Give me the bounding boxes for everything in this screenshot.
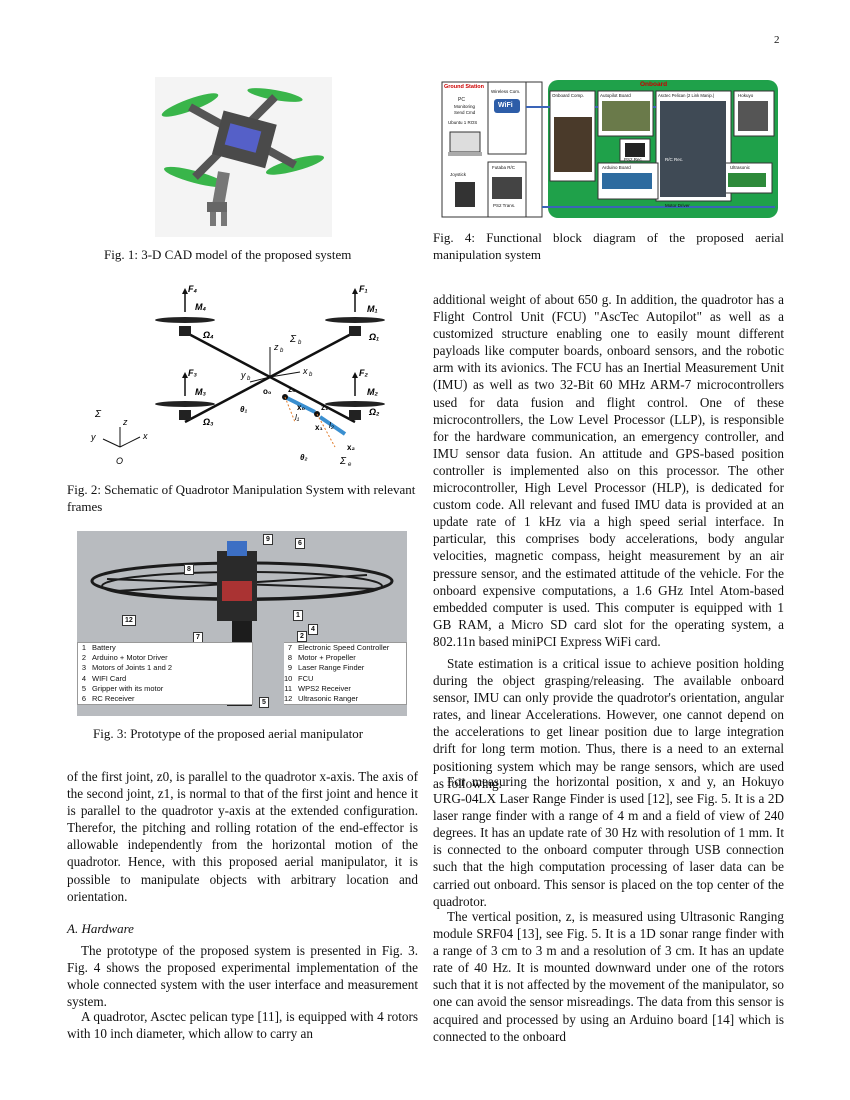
fig3-tag: 4 bbox=[308, 624, 318, 635]
svg-text:z: z bbox=[122, 417, 128, 427]
svg-text:Σ: Σ bbox=[289, 334, 297, 345]
svg-text:x₀: x₀ bbox=[297, 403, 305, 412]
fig4-pc-label: PC bbox=[458, 97, 465, 103]
legend-item: Motor + Propeller bbox=[298, 653, 356, 663]
fig4-arduino-label: Arduino Board bbox=[602, 165, 631, 170]
fig4-onboard-comp-label: Onboard Comp. bbox=[552, 93, 585, 98]
svg-text:z: z bbox=[273, 342, 279, 352]
fig4-rc-rec-label: R/C Rec. bbox=[665, 157, 684, 162]
fig4-futaba-label: Futaba R/C bbox=[492, 165, 516, 170]
legend-item: Battery bbox=[92, 643, 116, 652]
svg-text:M₂: M₂ bbox=[367, 387, 378, 397]
svg-text:b: b bbox=[309, 372, 313, 378]
right-paragraph-2: State estimation is a critical issue to … bbox=[433, 656, 784, 791]
right-paragraph-1: additional weight of about 650 g. In add… bbox=[433, 292, 784, 649]
svg-text:x₂: x₂ bbox=[347, 443, 355, 452]
svg-text:F₂: F₂ bbox=[359, 368, 368, 378]
svg-text:Ω₁: Ω₁ bbox=[368, 332, 379, 342]
legend-item: Gripper with its motor bbox=[92, 683, 164, 693]
svg-text:b: b bbox=[298, 340, 302, 346]
right-paragraph-3: For measuring the horizontal position, x… bbox=[433, 774, 784, 909]
svg-text:l₂: l₂ bbox=[329, 421, 334, 430]
fig4-ps2-rec-label: PS2 Rec. bbox=[624, 157, 644, 162]
fig4-autopilot-label: Autopilot Board bbox=[600, 93, 631, 98]
svg-text:Ω₂: Ω₂ bbox=[368, 407, 380, 417]
svg-text:x₁: x₁ bbox=[315, 423, 323, 432]
fig4-ps2-trans-label: PS2 Trans. bbox=[493, 203, 516, 208]
legend-item: Arduino + Motor Driver bbox=[92, 653, 168, 663]
fig3-tag: 5 bbox=[259, 697, 269, 708]
fig4-pc-item: Monitoring bbox=[454, 104, 476, 109]
fig4-ultrasonic-label: Ultrasonic bbox=[730, 165, 751, 170]
svg-text:x: x bbox=[142, 431, 148, 441]
svg-text:M₁: M₁ bbox=[367, 304, 378, 314]
fig1-caption: Fig. 1: 3-D CAD model of the proposed sy… bbox=[104, 247, 352, 262]
svg-text:M₃: M₃ bbox=[195, 387, 206, 397]
fig4-joystick-label: Joystick bbox=[450, 172, 467, 177]
left-paragraph-3: A quadrotor, Asctec pelican type [11], i… bbox=[67, 1009, 418, 1042]
page-number: 2 bbox=[774, 34, 780, 46]
svg-text:y: y bbox=[90, 432, 96, 442]
fig3-tag: 2 bbox=[297, 631, 307, 642]
fig4-asctec-label: Asctec Pelican (2 Link Manip.) bbox=[658, 93, 715, 98]
legend-item: Ultrasonic Ranger bbox=[298, 694, 359, 704]
svg-text:z₁: z₁ bbox=[321, 403, 329, 412]
svg-text:b: b bbox=[247, 376, 251, 382]
right-paragraph-4: The vertical position, z, is measured us… bbox=[433, 909, 784, 1044]
legend-item: WIFI Card bbox=[92, 673, 127, 683]
legend-item: WPS2 Receiver bbox=[298, 683, 351, 693]
svg-text:l₁: l₁ bbox=[295, 413, 300, 422]
svg-text:F₁: F₁ bbox=[359, 284, 368, 294]
svg-text:Ω₄: Ω₄ bbox=[202, 330, 214, 340]
svg-text:F₃: F₃ bbox=[188, 368, 197, 378]
legend-item: FCU bbox=[298, 673, 314, 683]
svg-text:o₀: o₀ bbox=[263, 387, 272, 396]
fig4-wireless-label: Wireless Com. bbox=[491, 89, 521, 94]
legend-item: Laser Range Finder bbox=[298, 663, 365, 673]
fig4-hokuyo-label: Hokuyo bbox=[738, 93, 754, 98]
svg-text:F₄: F₄ bbox=[188, 284, 197, 294]
svg-text:O: O bbox=[116, 456, 123, 466]
fig4-block-diagram: Ground Station Onboard PC Monitoring Sen… bbox=[440, 77, 780, 220]
svg-text:x: x bbox=[302, 366, 308, 376]
svg-text:Σ: Σ bbox=[94, 409, 102, 420]
svg-text:z₀: z₀ bbox=[288, 385, 296, 394]
legend-item: Electronic Speed Controller bbox=[298, 643, 390, 652]
fig4-pc-item: Send Cmd bbox=[454, 110, 476, 115]
left-paragraph-2: The prototype of the proposed system is … bbox=[67, 943, 418, 1010]
fig4-wifi-label: WiFi bbox=[498, 102, 513, 109]
svg-text:e: e bbox=[348, 462, 352, 468]
fig3-tag: 6 bbox=[295, 538, 305, 549]
section-heading-hardware: A. Hardware bbox=[67, 921, 134, 936]
fig4-ground-station-label: Ground Station bbox=[444, 84, 485, 90]
fig4-motor-driver-label: Motor Driver bbox=[665, 203, 690, 208]
fig3-tag: 12 bbox=[122, 615, 136, 626]
fig3-tag: 8 bbox=[184, 564, 194, 575]
fig4-onboard-label: Onboard bbox=[640, 81, 668, 88]
svg-text:M₄: M₄ bbox=[195, 302, 206, 312]
svg-text:θ₂: θ₂ bbox=[300, 453, 308, 462]
fig2-caption: Fig. 2: Schematic of Quadrotor Manipulat… bbox=[67, 482, 416, 514]
fig3-tag: 1 bbox=[293, 610, 303, 621]
left-paragraph-1: of the first joint, z0, is parallel to t… bbox=[67, 769, 418, 904]
legend-item: Motors of Joints 1 and 2 bbox=[92, 663, 173, 673]
fig3-tag: 9 bbox=[263, 534, 273, 545]
svg-text:Σ: Σ bbox=[339, 456, 347, 467]
svg-text:θ₁: θ₁ bbox=[240, 405, 247, 414]
legend-item: RC Receiver bbox=[92, 694, 135, 704]
fig3-caption: Fig. 3: Prototype of the proposed aerial… bbox=[93, 726, 364, 741]
svg-text:y: y bbox=[240, 370, 246, 380]
fig4-caption: Fig. 4: Functional block diagram of the … bbox=[433, 230, 784, 262]
fig4-ubuntu-label: Ubuntu 1 ROS bbox=[448, 120, 478, 125]
svg-text:Ω₃: Ω₃ bbox=[202, 417, 214, 427]
fig1-cad-image bbox=[155, 77, 332, 237]
svg-text:b: b bbox=[280, 348, 284, 354]
